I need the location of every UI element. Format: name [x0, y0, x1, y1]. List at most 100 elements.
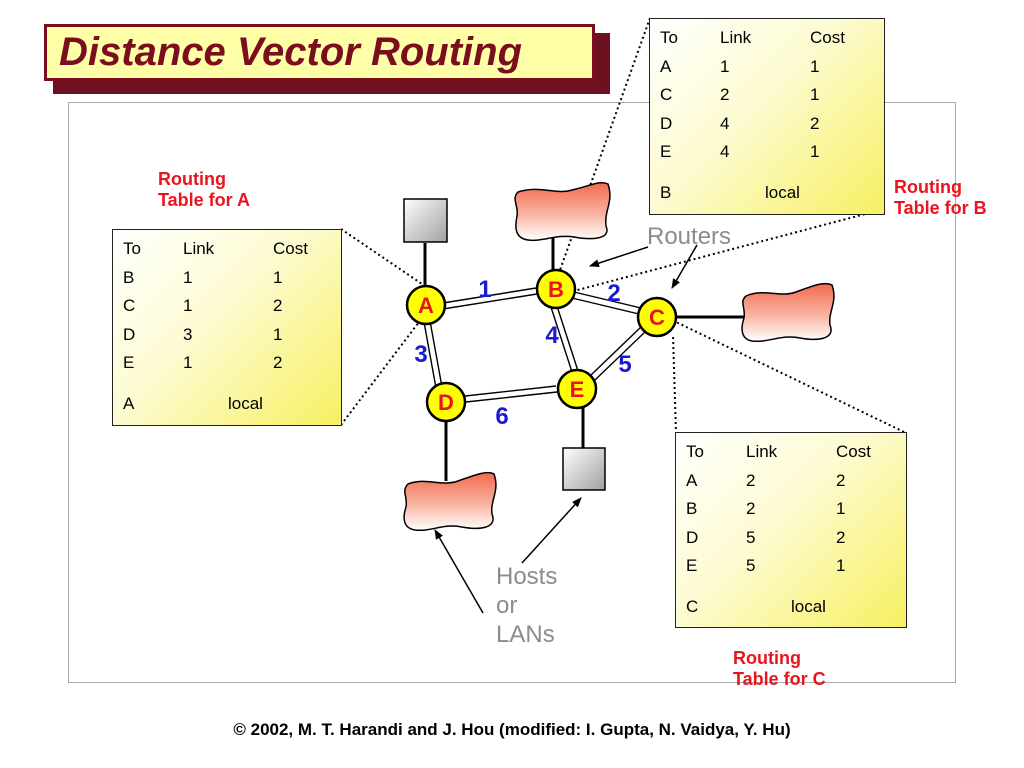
- routing-table-c-label: Routing Table for C: [733, 648, 826, 689]
- router-a-label: A: [418, 293, 434, 318]
- router-links: [423, 287, 648, 403]
- table-header-row: To Link Cost: [686, 438, 871, 467]
- table-cell: 5: [746, 556, 756, 576]
- table-cell: 2: [746, 499, 756, 519]
- table-cell: 2: [273, 353, 283, 373]
- router-c-label: C: [649, 305, 665, 330]
- table-cell: 1: [810, 85, 820, 105]
- router-e-label: E: [570, 377, 585, 402]
- router-b-node: B: [535, 268, 577, 310]
- table-cell: E: [686, 556, 698, 576]
- table-row: A 2 2: [686, 467, 871, 496]
- table-cell: E: [660, 142, 672, 162]
- header-cost: Cost: [836, 442, 871, 462]
- table-cell: 1: [183, 353, 193, 373]
- link-6: [464, 385, 558, 403]
- link-label-4: 4: [545, 322, 559, 349]
- table-cell: C: [123, 296, 136, 316]
- table-cell: [123, 378, 308, 390]
- table-cell: 2: [810, 113, 820, 133]
- table-cell: 2: [273, 296, 283, 316]
- link-5: [590, 324, 648, 381]
- callout-a-bottom: [340, 317, 423, 426]
- table-row: B 2 1: [686, 495, 871, 524]
- table-row: C 2 1: [660, 81, 845, 110]
- host-box-e: [562, 447, 606, 491]
- link-4: [549, 302, 579, 373]
- routers-callout-label: Routers: [647, 223, 732, 250]
- table-cell: C: [660, 85, 673, 105]
- hosts-arrow-d: [434, 529, 484, 614]
- routers-arrow-c: [671, 244, 698, 289]
- table-cell: [660, 167, 845, 179]
- callout-c-right: [675, 321, 905, 433]
- table-cell: C: [686, 596, 699, 616]
- callout-a-top: [340, 228, 423, 285]
- table-cell: 1: [810, 142, 820, 162]
- table-cell: 2: [836, 470, 846, 490]
- link-1: [442, 287, 538, 310]
- routers-arrow-b: [589, 246, 649, 267]
- link-label-1: 1: [478, 276, 491, 303]
- header-link: Link: [746, 442, 778, 462]
- header-link: Link: [720, 28, 752, 48]
- table-cell: D: [686, 527, 699, 547]
- header-link: Link: [183, 239, 215, 259]
- diagram-frame: [68, 102, 956, 683]
- header-cost: Cost: [273, 239, 308, 259]
- callout-c-left: [672, 334, 677, 435]
- link-label-6: 6: [495, 403, 508, 430]
- table-cell: B: [686, 499, 698, 519]
- router-d-label: D: [438, 390, 454, 415]
- table-cell: 1: [183, 267, 193, 287]
- link-label-2: 2: [607, 280, 620, 307]
- table-cell: B: [660, 182, 672, 202]
- table-cell: local: [791, 596, 826, 616]
- routing-table-b-label: Routing Table for B: [894, 177, 987, 218]
- lan-cloud-d: [403, 471, 497, 532]
- table-cell: 1: [273, 324, 283, 344]
- table-row: C 1 2: [123, 292, 308, 321]
- access-links: [423, 230, 744, 481]
- table-row: D 3 1: [123, 321, 308, 350]
- link-3: [423, 320, 443, 389]
- table-cell: 1: [183, 296, 193, 316]
- table-cell: 3: [183, 324, 193, 344]
- table-cell: D: [123, 324, 136, 344]
- table-cell: 2: [746, 470, 756, 490]
- hosts-arrow-e: [521, 497, 582, 564]
- table-callouts: [340, 17, 905, 435]
- table-cell: [686, 581, 871, 593]
- table-cell: local: [765, 182, 800, 202]
- table-cell: 1: [810, 56, 820, 76]
- router-a-node: A: [405, 284, 447, 326]
- table-cell: A: [660, 56, 672, 76]
- table-row: E 4 1: [660, 138, 845, 167]
- table-cell: 4: [720, 113, 730, 133]
- table-cell: 1: [836, 499, 846, 519]
- header-to: To: [660, 28, 678, 48]
- link-label-5: 5: [618, 351, 631, 378]
- header-to: To: [686, 442, 704, 462]
- router-c-node: C: [636, 296, 678, 338]
- table-cell: B: [123, 267, 135, 287]
- table-cell: 1: [836, 556, 846, 576]
- table-cell: 4: [720, 142, 730, 162]
- link-label-3: 3: [414, 341, 427, 368]
- table-cell: A: [686, 470, 698, 490]
- table-cell: 2: [720, 85, 730, 105]
- hosts-callout-label: Hosts or LANs: [496, 563, 558, 648]
- header-to: To: [123, 239, 141, 259]
